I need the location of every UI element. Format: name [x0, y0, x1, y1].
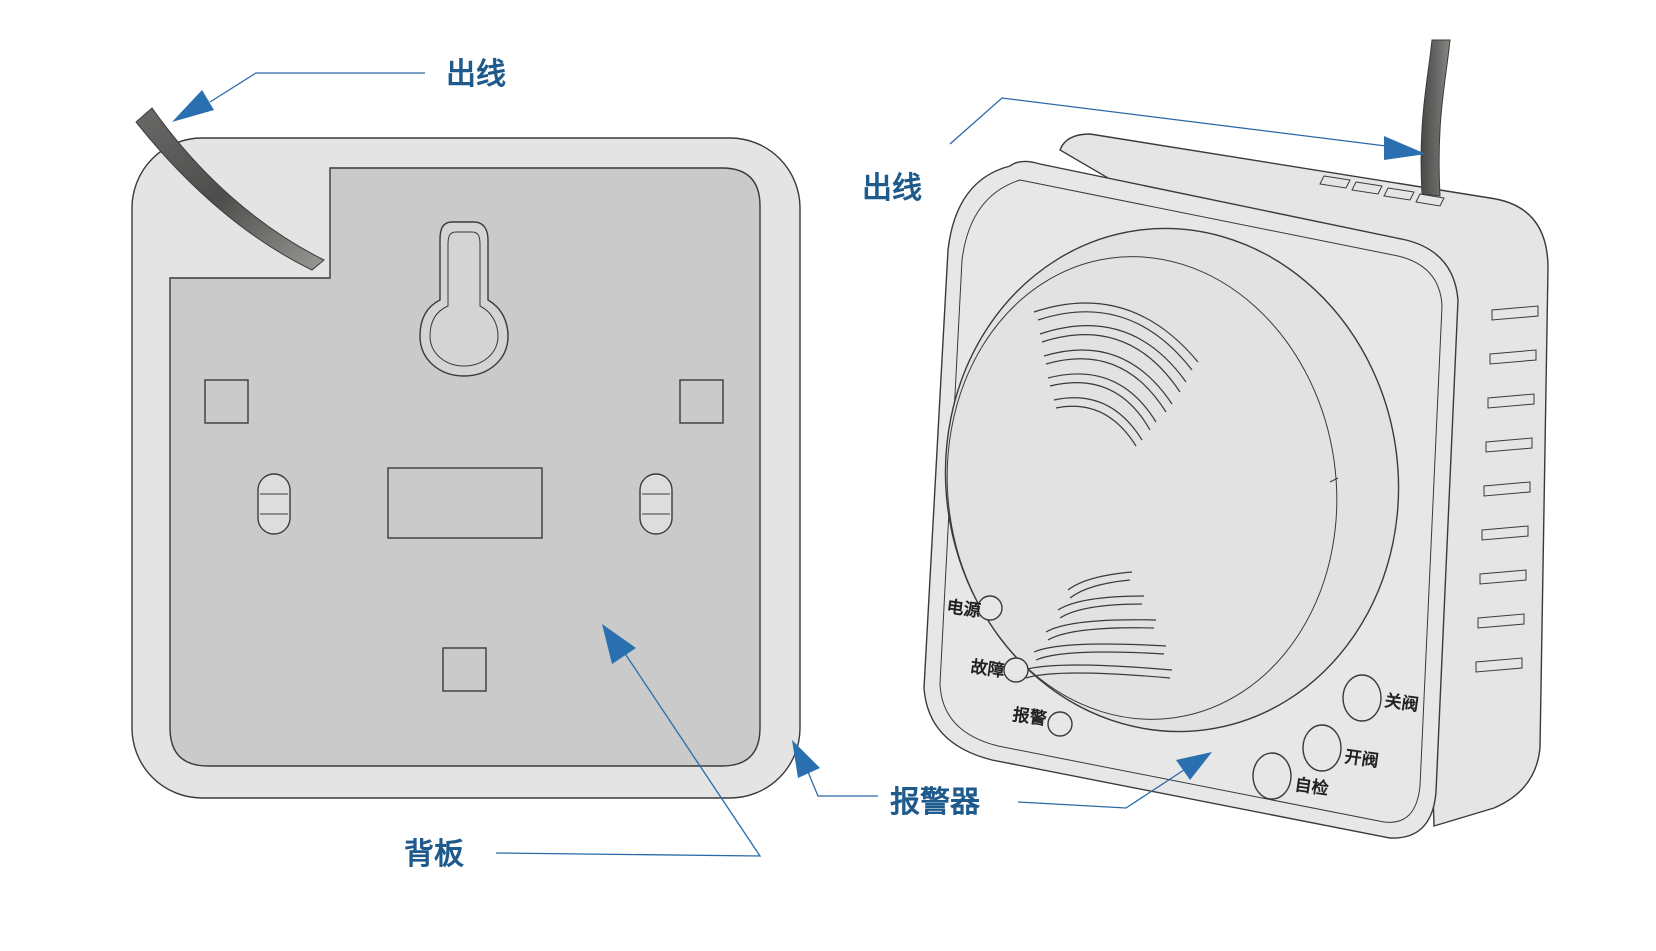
right-cable	[1420, 39, 1451, 197]
side-vents	[1475, 305, 1539, 673]
screw-slot-right	[639, 473, 673, 535]
open-valve-button[interactable]	[1302, 724, 1342, 772]
bottom-grille	[1023, 571, 1173, 679]
top-grille	[1033, 302, 1199, 447]
back-view	[131, 107, 801, 799]
top-vents	[1319, 175, 1445, 207]
screw-slot-left	[257, 473, 291, 535]
self-test-button[interactable]	[1252, 752, 1292, 800]
dome-tick	[1329, 477, 1339, 483]
sensor-dome-inner	[946, 256, 1338, 720]
keyhole-slot	[419, 221, 509, 377]
mount-pad-right	[679, 379, 724, 424]
left-cable-label: 出线	[446, 57, 506, 92]
back-panel	[169, 167, 761, 767]
power-indicator	[977, 595, 1003, 621]
close-valve-label: 关阀	[1383, 690, 1420, 716]
sensor-dome-outer	[944, 227, 1400, 733]
keyhole-inner	[429, 231, 499, 367]
right-cable-callout: 出线	[862, 97, 1426, 206]
back-plate-label: 背板	[404, 837, 464, 872]
alarm-indicator-label: 报警	[1011, 704, 1048, 730]
label-recess	[387, 467, 543, 539]
alarm-indicator	[1047, 711, 1073, 737]
fault-indicator	[1003, 657, 1029, 683]
close-valve-button[interactable]	[1342, 674, 1382, 722]
left-cable	[135, 107, 325, 271]
mount-pad-bottom	[442, 647, 487, 692]
open-valve-label: 开阀	[1343, 746, 1380, 772]
fault-label: 故障	[969, 656, 1006, 682]
self-test-label: 自检	[1293, 774, 1330, 800]
alarm-label: 报警器	[890, 785, 981, 820]
alarm-callout: 报警器	[792, 740, 1212, 820]
power-label: 电源	[945, 596, 982, 622]
alarm-front-bevel	[939, 179, 1443, 823]
mount-pad-left	[204, 379, 249, 424]
front-view: 电源 故障 报警 关阀 开阀 自检	[923, 39, 1549, 839]
back-plate-callout: 背板	[404, 624, 762, 872]
right-cable-label: 出线	[862, 171, 922, 206]
left-cable-callout: 出线	[172, 57, 506, 122]
